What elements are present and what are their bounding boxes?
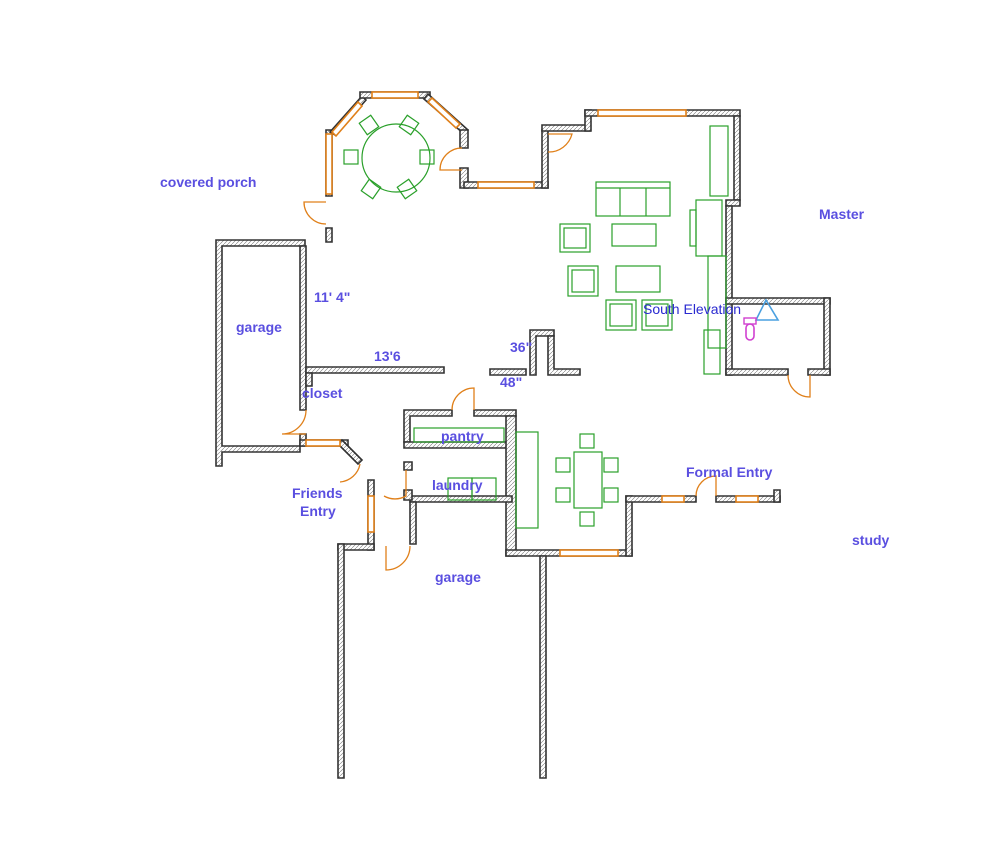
label-covered-porch: covered porch <box>160 174 256 190</box>
label-dim-11-4: 11' 4" <box>314 289 350 305</box>
label-pantry: pantry <box>441 428 484 444</box>
label-south-elevation: South Elevation <box>643 301 741 317</box>
label-friends-entry-2: Entry <box>300 503 336 519</box>
windows <box>305 91 759 557</box>
walls <box>215 91 831 779</box>
label-garage-left: garage <box>236 319 282 335</box>
label-dim-36: 36" <box>510 339 532 355</box>
elevation-marker-icon[interactable] <box>743 298 780 341</box>
label-laundry: laundry <box>432 477 483 493</box>
label-dim-13-6: 13'6 <box>374 348 401 364</box>
label-formal-entry: Formal Entry <box>686 464 773 480</box>
doors <box>281 133 811 571</box>
furniture <box>343 114 729 529</box>
label-dim-48: 48" <box>500 374 522 390</box>
label-study: study <box>852 532 890 548</box>
label-garage-bottom: garage <box>435 569 481 585</box>
label-closet: closet <box>302 385 343 401</box>
label-master: Master <box>819 206 865 222</box>
label-friends-entry-1: Friends <box>292 485 343 501</box>
